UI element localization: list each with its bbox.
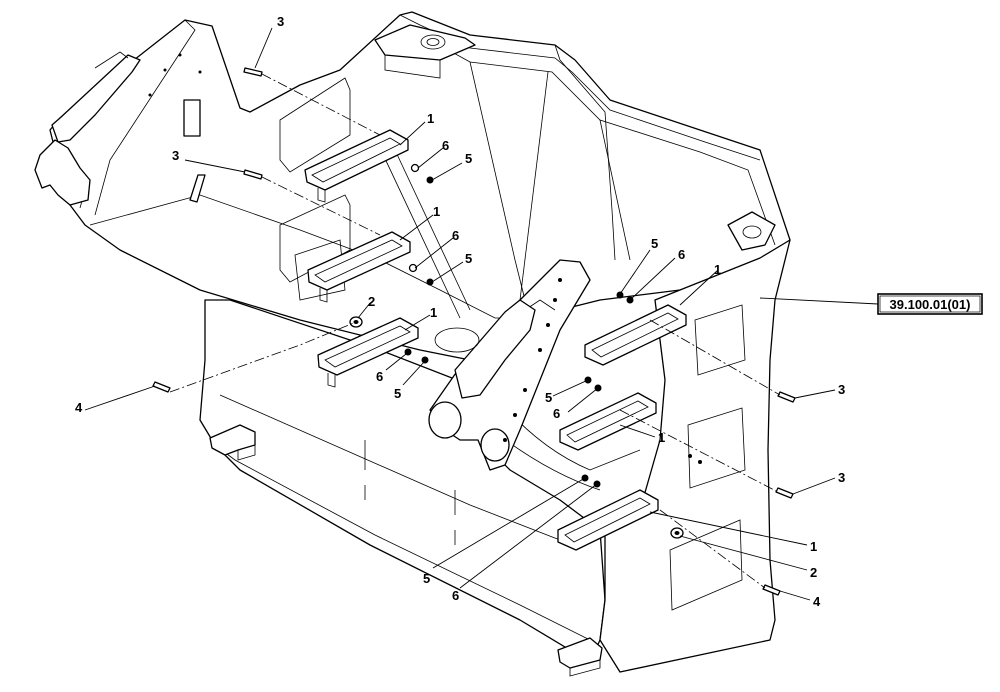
- callout-6: 6: [553, 406, 560, 421]
- left-side-plate: [49, 11, 791, 361]
- callout-1: 1: [714, 262, 721, 277]
- bolt: [243, 67, 263, 77]
- left-wall-window-2: [279, 194, 351, 283]
- hook-cutout: [34, 139, 91, 206]
- callout-3: 3: [172, 148, 179, 163]
- step-tread: [304, 129, 409, 203]
- step-tread: [557, 489, 659, 551]
- left-foot-bracket: [209, 424, 256, 456]
- small-plate: [183, 99, 201, 137]
- floor-hole: [434, 327, 480, 353]
- step-tread: [307, 231, 411, 303]
- washer: [410, 163, 420, 173]
- bolt: [775, 487, 794, 499]
- callout-1: 1: [433, 204, 440, 219]
- callout-1: 1: [430, 305, 437, 320]
- corner-mount-box: [727, 211, 776, 251]
- right-side-panel: [599, 239, 791, 673]
- callout-6: 6: [442, 138, 449, 153]
- callout-4: 4: [813, 594, 821, 609]
- nut: [421, 356, 429, 364]
- bolt: [762, 584, 781, 596]
- callout-5: 5: [465, 151, 472, 166]
- arm-plate: [429, 259, 591, 471]
- callout-5: 5: [423, 571, 430, 586]
- callout-6: 6: [678, 247, 685, 262]
- frame-body: [49, 11, 791, 673]
- callout-6: 6: [452, 228, 459, 243]
- washer: [404, 348, 412, 356]
- step-tread: [584, 304, 687, 366]
- washer: [616, 291, 624, 299]
- handle-bracket: [51, 54, 141, 143]
- drawing-reference-label: 39.100.01(01): [890, 297, 971, 312]
- arm-assembly: [379, 147, 591, 471]
- right-panel-windows: [669, 304, 746, 611]
- step-tread: [317, 317, 419, 388]
- callout-5: 5: [394, 386, 401, 401]
- callout-3: 3: [277, 14, 284, 29]
- callout-1: 1: [658, 430, 665, 445]
- arm-inner-plate: [454, 299, 536, 399]
- bolt: [152, 381, 171, 393]
- callout-3: 3: [838, 470, 845, 485]
- left-wall-window-1: [279, 77, 351, 173]
- callout-2: 2: [810, 565, 817, 580]
- callout-1: 1: [427, 111, 434, 126]
- alignment-lines: [169, 73, 781, 589]
- leader-lines: [84, 27, 879, 601]
- bolt: [777, 391, 796, 403]
- callout-4: 4: [75, 400, 83, 415]
- left-wall-window-3: [294, 239, 346, 301]
- callout-2: 2: [368, 294, 375, 309]
- top-mounts: [374, 24, 776, 251]
- callout-labels: 3 1 6 5 3 1 6 5 2 1 4 6 5 5 6 1 5 6 1 3 …: [75, 14, 845, 609]
- step-tread: [559, 392, 657, 451]
- bottom-brackets: [209, 424, 603, 677]
- nut: [426, 176, 434, 184]
- nut: [426, 278, 434, 286]
- drawing-reference: 39.100.01(01): [877, 293, 983, 315]
- callout-5: 5: [465, 251, 472, 266]
- callout-1: 1: [810, 539, 817, 554]
- slot-bar: [189, 174, 206, 203]
- left-plate-features: [34, 51, 351, 301]
- callout-5: 5: [545, 390, 552, 405]
- callout-5: 5: [651, 236, 658, 251]
- bolt: [243, 169, 263, 180]
- callout-3: 3: [838, 382, 845, 397]
- washer: [408, 263, 418, 273]
- callout-6: 6: [452, 588, 459, 603]
- callout-6: 6: [376, 369, 383, 384]
- step-treads: [304, 129, 687, 551]
